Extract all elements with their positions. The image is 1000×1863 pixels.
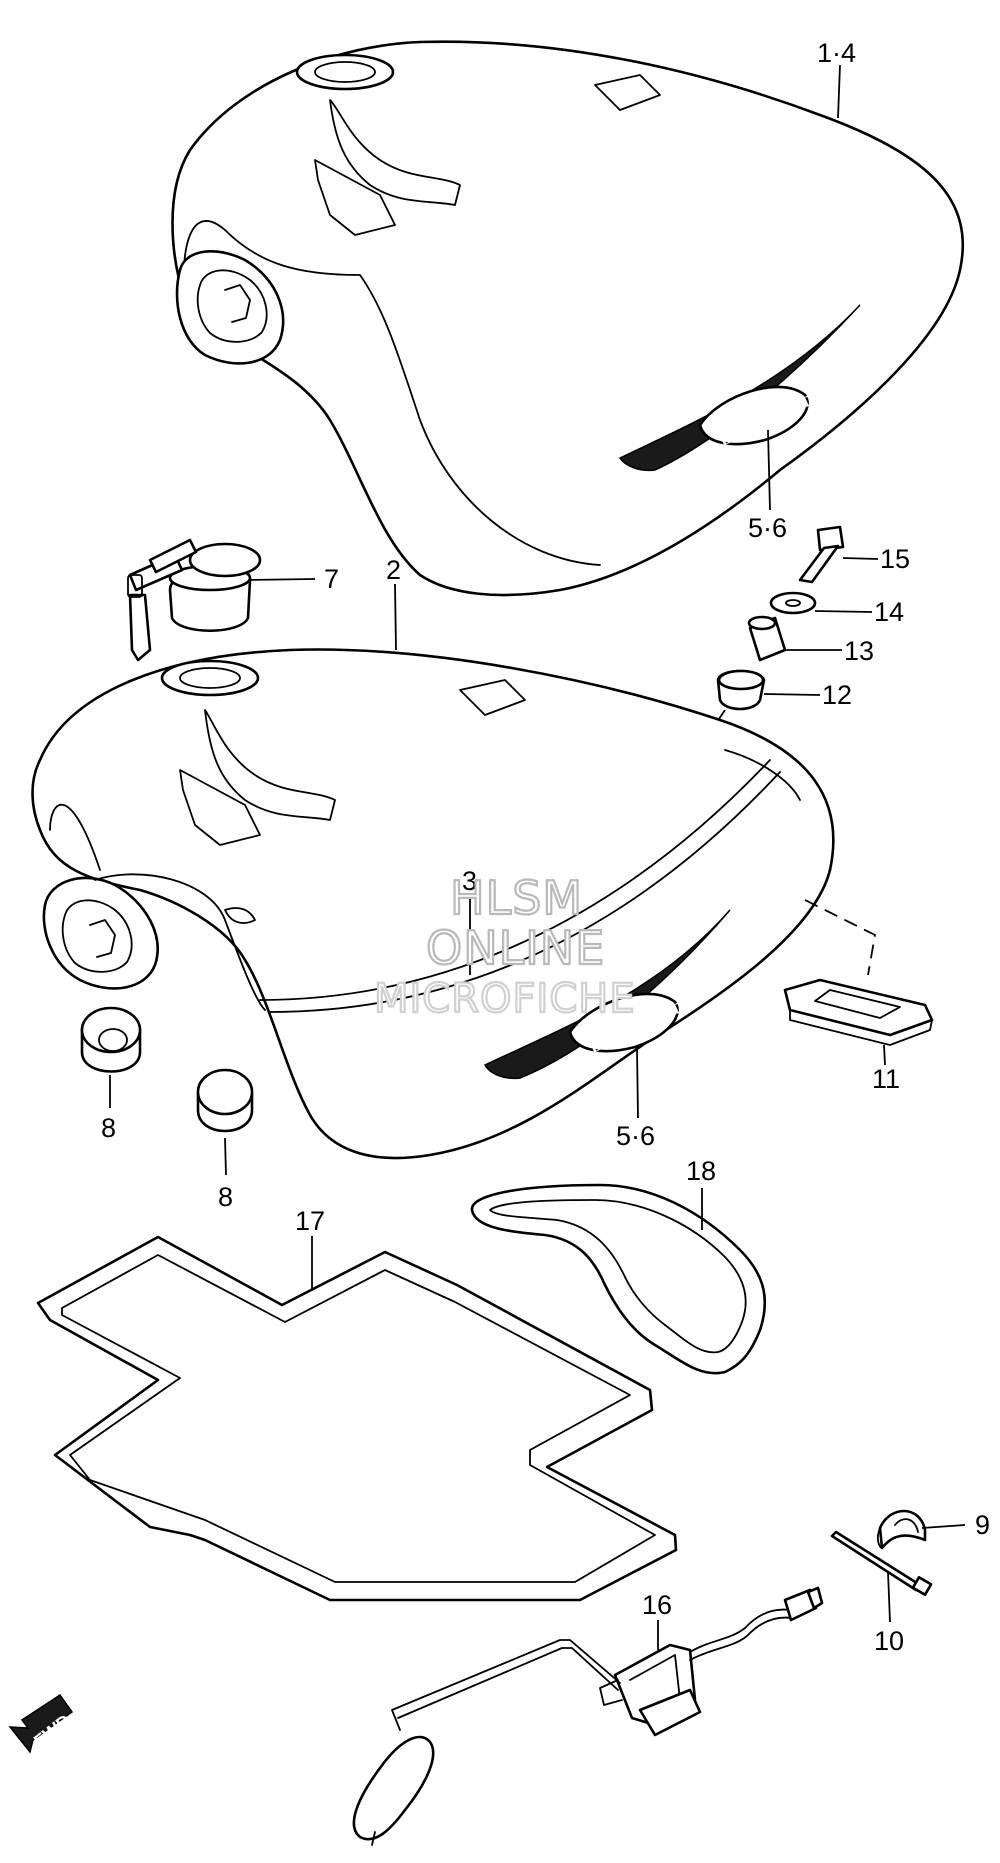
fuel-level-gauge-16[interactable] [352, 1586, 824, 1846]
fuel-tank-upper[interactable]: BOULEVARD [171, 40, 965, 597]
callout-7: 7 [324, 564, 339, 594]
watermark-line-3: MICROFICHE [374, 976, 636, 1022]
cover-11[interactable] [783, 899, 934, 1046]
callout-12: 12 [822, 680, 852, 710]
plug-8-left[interactable] [80, 1006, 142, 1073]
collar-13[interactable] [747, 615, 787, 662]
callout-10: 10 [874, 1626, 904, 1656]
callout-2: 2 [386, 555, 401, 585]
watermark: HLSM ONLINE MICROFICHE [373, 870, 636, 1023]
callout-16: 16 [642, 1590, 672, 1620]
callout-15: 15 [880, 544, 910, 574]
fuel-tank-lower[interactable]: BOULEVARD [31, 648, 835, 1160]
callout-8-left: 8 [101, 1113, 116, 1143]
fwd-direction-badge: FWD [8, 1693, 75, 1754]
watermark-line-2: ONLINE [426, 921, 605, 975]
callout-14: 14 [874, 597, 904, 627]
callout-8-middle: 8 [218, 1182, 233, 1212]
grommet-12[interactable] [714, 669, 766, 726]
plug-8-middle[interactable] [196, 1068, 254, 1133]
leader-lines [109, 64, 966, 1650]
callout-13: 13 [844, 636, 874, 666]
watermark-line-1: HLSM [450, 871, 583, 925]
callout-18: 18 [686, 1156, 716, 1186]
callout-11: 11 [872, 1064, 900, 1094]
callout-9: 9 [975, 1510, 990, 1540]
bolt-15[interactable] [798, 525, 845, 584]
callout-labels: 1·4 5·6 15 7 2 14 13 12 3 5·6 11 8 8 18 … [101, 38, 990, 1656]
cushion-9[interactable] [877, 1509, 927, 1550]
washer-14[interactable] [769, 591, 817, 615]
callout-5-6-lower: 5·6 [616, 1121, 655, 1151]
insulator-17[interactable] [36, 1235, 678, 1602]
fuel-cap-with-keys[interactable] [127, 538, 262, 662]
callout-5-6-upper: 5·6 [748, 513, 787, 543]
callout-3: 3 [462, 866, 477, 896]
gasket-18[interactable] [470, 1183, 767, 1375]
callout-1-4: 1·4 [817, 38, 856, 68]
callout-17: 17 [295, 1206, 325, 1236]
